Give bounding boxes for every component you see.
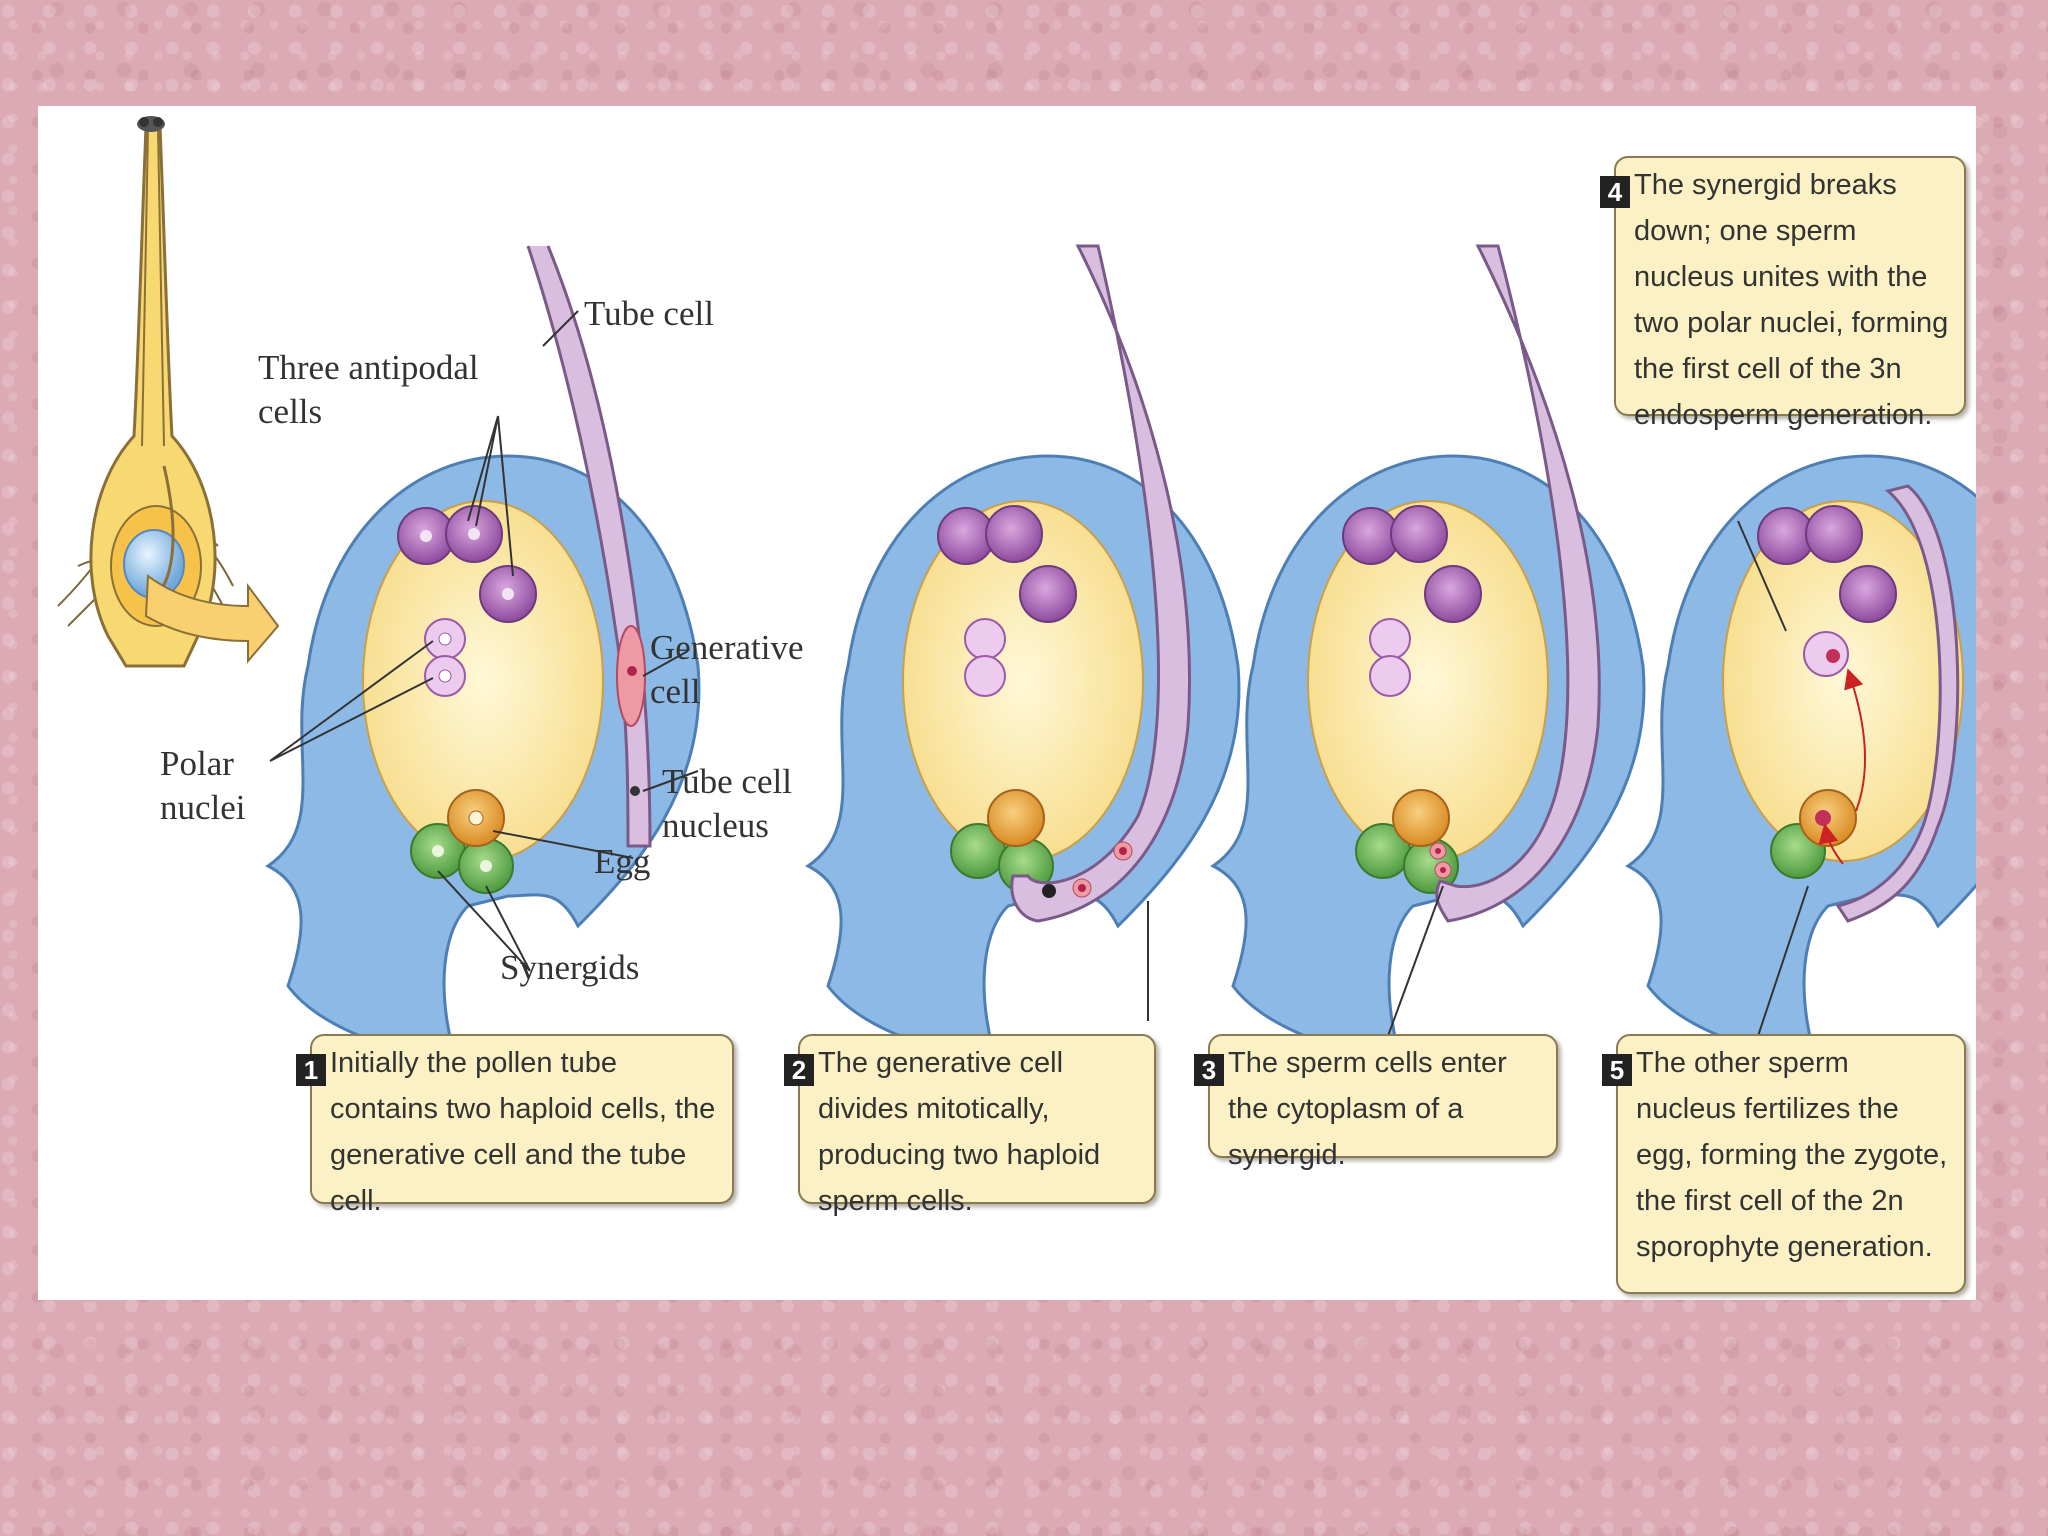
step-2-callout: The generative cell divides mitotically,… (798, 1034, 1156, 1217)
fertilization-diagram (57, 116, 1976, 1069)
step-3-text: The sperm cells enter the cytoplasm of a… (1228, 1047, 1507, 1171)
step-3-callout: The sperm cells enter the cytoplasm of a… (1208, 1034, 1558, 1171)
step-2-badge: 2 (784, 1054, 814, 1086)
stage-4-5-ovule (1625, 454, 1976, 1069)
step-1-callout: Initially the pollen tube contains two h… (310, 1034, 734, 1217)
stage-2-ovule (805, 244, 1241, 1069)
step-4-text: The synergid breaks down; one sperm nucl… (1634, 169, 1949, 431)
zoom-arrow-icon (144, 574, 280, 664)
label-egg: Egg (594, 842, 651, 881)
diagram-panel: Tube cell Three antipodal cells Generati… (38, 106, 1976, 1300)
stage-3-ovule (1210, 244, 1646, 1069)
pistil-illustration (57, 116, 234, 668)
step-5-callout: The other sperm nucleus fertilizes the e… (1616, 1034, 1966, 1294)
stage-1-ovule (265, 245, 701, 1069)
step-1-badge: 1 (296, 1054, 326, 1086)
step-4-callout: The synergid breaks down; one sperm nucl… (1614, 156, 1966, 431)
label-three-antipodal-cells: Three antipodal cells (258, 348, 479, 431)
label-tube-cell: Tube cell (584, 294, 714, 333)
step-2-text: The generative cell divides mitotically,… (818, 1047, 1101, 1217)
step-5-badge: 5 (1602, 1054, 1632, 1086)
step-3-badge: 3 (1194, 1054, 1224, 1086)
label-generative-cell: Generative cell (650, 628, 804, 711)
step-1-text: Initially the pollen tube contains two h… (330, 1047, 716, 1217)
step-4-badge: 4 (1600, 176, 1630, 208)
label-polar-nuclei: Polar nuclei (160, 744, 246, 827)
step-5-text: The other sperm nucleus fertilizes the e… (1636, 1047, 1948, 1263)
label-tube-cell-nucleus: Tube cell nucleus (662, 762, 792, 845)
label-synergids: Synergids (500, 948, 640, 987)
